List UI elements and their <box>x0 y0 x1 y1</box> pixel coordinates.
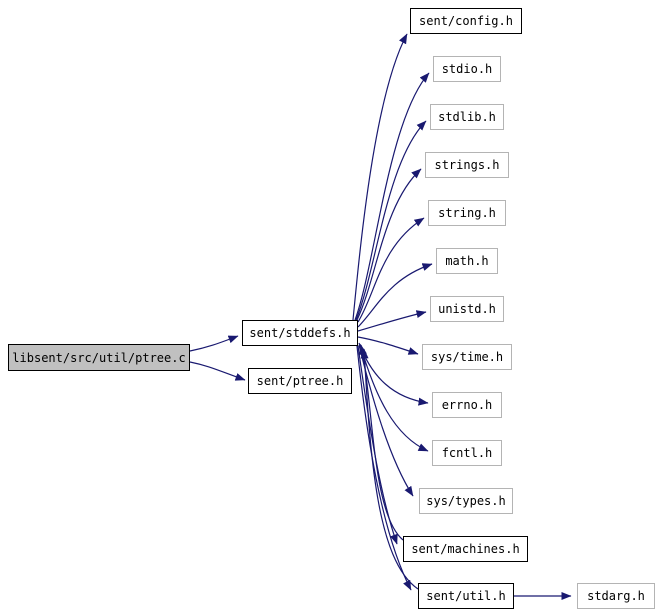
edge-ptreec-ptreeh <box>189 361 246 381</box>
node-fcntl-h: fcntl.h <box>432 440 502 466</box>
node-label: stdarg.h <box>587 589 645 603</box>
node-stdio-h: stdio.h <box>433 56 501 82</box>
edge-stddefs-util <box>356 345 412 591</box>
node-strings-h: strings.h <box>425 152 509 178</box>
node-label: stdio.h <box>441 62 493 76</box>
node-sys-types-h: sys/types.h <box>419 488 513 514</box>
edge-stddefs-strings <box>356 168 422 321</box>
node-machines-h[interactable]: sent/machines.h <box>403 536 528 562</box>
node-math-h: math.h <box>436 248 498 274</box>
node-stdlib-h: stdlib.h <box>430 104 504 130</box>
node-label: libsent/src/util/ptree.c <box>12 350 186 365</box>
node-util-h[interactable]: sent/util.h <box>418 583 514 609</box>
node-ptree-h[interactable]: sent/ptree.h <box>248 368 352 394</box>
edge-stddefs-math <box>357 263 433 328</box>
node-sys-time-h: sys/time.h <box>422 344 512 370</box>
edge-stddefs-string <box>357 217 425 323</box>
node-label: sent/config.h <box>419 14 513 28</box>
node-stddefs-h[interactable]: sent/stddefs.h <box>242 320 358 346</box>
node-ptree-c: libsent/src/util/ptree.c <box>8 344 190 371</box>
edge-util-stddefs <box>360 348 419 590</box>
edge-stddefs-stdlib <box>355 120 427 321</box>
node-label: math.h <box>445 254 489 268</box>
node-label: stdlib.h <box>438 110 496 124</box>
edge-stddefs-stdio <box>354 72 430 321</box>
node-label: sent/stddefs.h <box>249 326 351 340</box>
node-label: sent/machines.h <box>411 542 520 556</box>
node-stdarg-h: stdarg.h <box>577 583 655 609</box>
edge-stddefs-config <box>352 33 408 321</box>
node-label: sent/ptree.h <box>256 374 344 388</box>
node-config-h[interactable]: sent/config.h <box>410 8 522 34</box>
node-label: errno.h <box>441 398 493 412</box>
node-label: sys/time.h <box>430 350 504 364</box>
edge-ptreec-stddefs <box>189 335 239 352</box>
node-label: fcntl.h <box>441 446 493 460</box>
node-unistd-h: unistd.h <box>430 296 504 322</box>
node-errno-h: errno.h <box>432 392 502 418</box>
node-label: unistd.h <box>438 302 496 316</box>
edge-stddefs-unistd <box>357 310 427 332</box>
node-label: strings.h <box>434 158 500 172</box>
node-label: sent/util.h <box>426 589 506 603</box>
node-label: string.h <box>438 206 496 220</box>
edge-stddefs-systime <box>357 336 419 355</box>
node-label: sys/types.h <box>426 494 506 508</box>
edge-machines-stddefs <box>358 344 404 541</box>
node-string-h: string.h <box>428 200 506 226</box>
